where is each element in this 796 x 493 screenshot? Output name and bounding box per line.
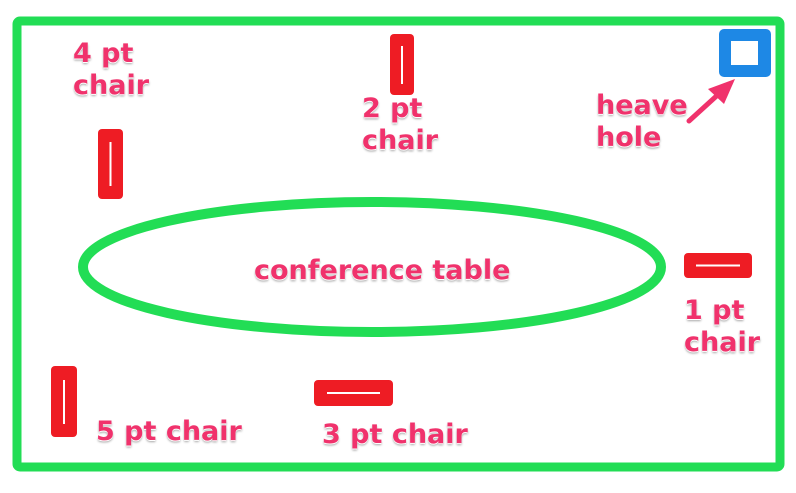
chair-label-5pt: 5 pt chair	[96, 416, 242, 447]
chair-4pt	[98, 129, 123, 199]
room-outline	[12, 16, 785, 472]
chair-label-3pt: 3 pt chair	[322, 419, 468, 450]
table-label: conference table	[254, 255, 511, 286]
chair-2pt	[390, 34, 414, 95]
heave-hole-label: heave hole	[596, 90, 688, 153]
square-icon	[719, 29, 771, 77]
chair-label-4pt: 4 pt chair	[73, 38, 150, 101]
chair-label-1pt: 1 pt chair	[684, 295, 761, 358]
chair-label-2pt: 2 pt chair	[362, 93, 439, 156]
conference-table	[78, 197, 666, 337]
chair-1pt	[684, 253, 752, 278]
arrow-icon	[686, 79, 735, 124]
chair-5pt	[51, 366, 77, 437]
chair-3pt	[314, 380, 393, 406]
